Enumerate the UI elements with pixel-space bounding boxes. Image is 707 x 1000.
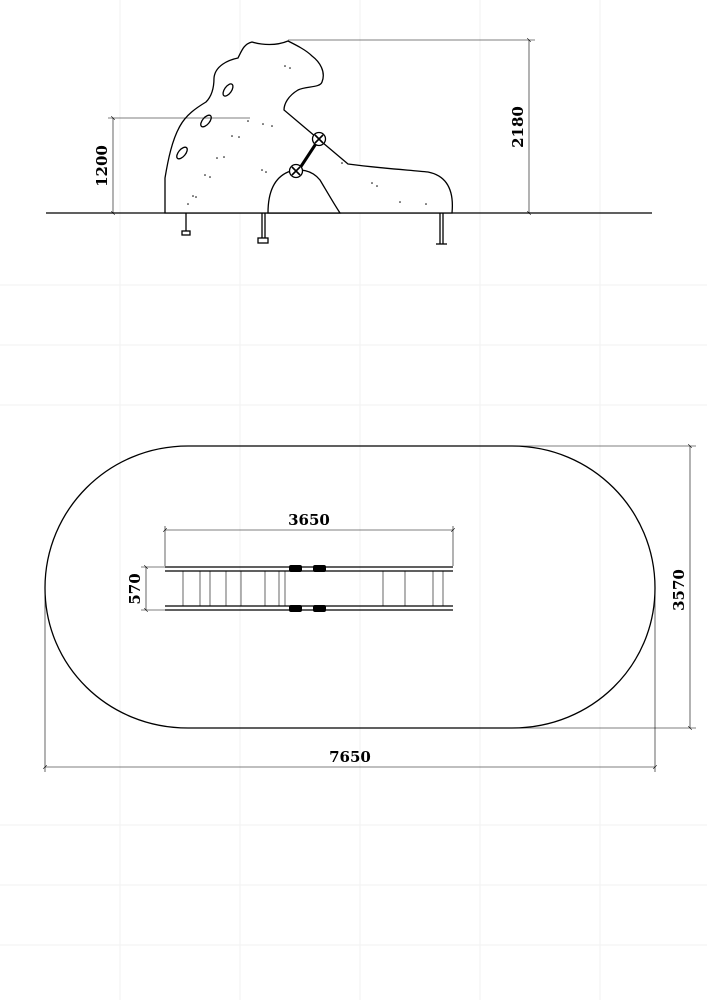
climbing-rock bbox=[164, 40, 454, 214]
slide-length-label: 3650 bbox=[288, 511, 330, 529]
total-height-label: 2180 bbox=[509, 106, 527, 148]
dimension-total-height: 2180 bbox=[288, 37, 535, 216]
dimension-zone-width: 3570 bbox=[512, 443, 696, 731]
zone-width-label: 3570 bbox=[670, 569, 688, 611]
platform-height-label: 1200 bbox=[93, 145, 111, 187]
slide-chute bbox=[267, 169, 342, 214]
slide-width-label: 570 bbox=[126, 573, 144, 604]
dimension-slide-length: 3650 bbox=[162, 511, 456, 566]
dimension-slide-width: 570 bbox=[126, 564, 186, 613]
side-view: 1200 2180 bbox=[46, 37, 652, 245]
top-view: 3650 570 3570 7650 bbox=[42, 443, 696, 772]
rock-texture bbox=[187, 65, 427, 205]
dimension-zone-length: 7650 bbox=[42, 588, 658, 772]
slide-top-outline bbox=[165, 565, 453, 612]
dimension-platform-height: 1200 bbox=[93, 115, 250, 216]
handholds bbox=[176, 83, 234, 160]
support-posts bbox=[181, 213, 447, 245]
connector-bar bbox=[288, 131, 327, 179]
zone-length-label: 7650 bbox=[329, 748, 371, 766]
